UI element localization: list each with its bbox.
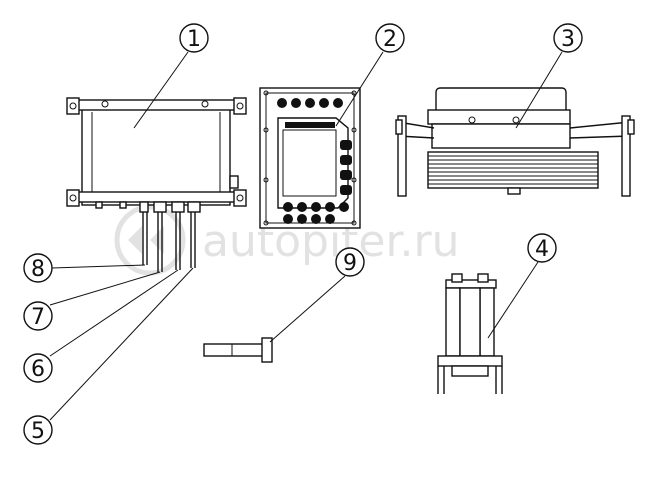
part-2-display-panel [259,87,361,229]
watermark-logo-icon [114,204,186,276]
callout-6-label: 6 [31,357,45,382]
callout-5-label: 5 [31,419,45,444]
callout-3: 3 [553,23,583,53]
leader-lines [49,51,563,421]
callout-8-label: 8 [31,257,45,282]
part-3-bracket-unit [395,87,635,197]
part-1-control-box [66,97,247,213]
part-4-support-stand [437,273,503,394]
callout-1-label: 1 [187,27,201,52]
callout-8: 8 [23,253,53,283]
callout-9: 9 [335,247,365,277]
callout-5: 5 [23,415,53,445]
callout-7-label: 7 [31,305,45,330]
callout-7: 7 [23,301,53,331]
parts-5-8-cables [142,212,196,272]
callout-3-label: 3 [561,27,575,52]
callout-9-label: 9 [343,251,357,276]
part-9-bolt [203,337,273,363]
callout-1: 1 [179,23,209,53]
callout-2-label: 2 [383,27,397,52]
callout-4-label: 4 [535,237,549,262]
callout-2: 2 [375,23,405,53]
callout-6: 6 [23,353,53,383]
callout-4: 4 [527,233,557,263]
